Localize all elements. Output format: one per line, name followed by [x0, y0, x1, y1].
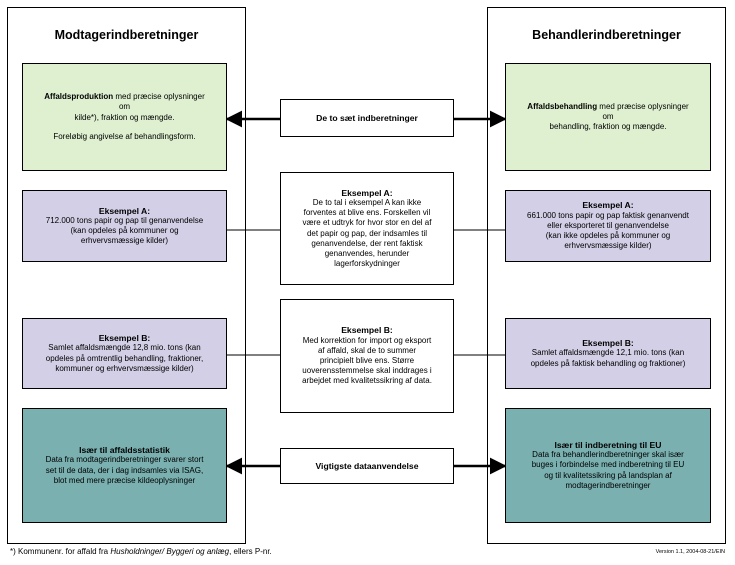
footnote: *) Kommunenr. for affald fra Husholdning… — [10, 547, 272, 556]
affaldsbehandling-label: Affaldsbehandling — [527, 101, 598, 111]
affaldsbehandling-box: Affaldsbehandling med præcise oplysninge… — [505, 63, 711, 171]
vigtigste-dataanvendelse-box: Vigtigste dataanvendelse — [280, 448, 454, 484]
indberetning-eu-box: Især til indberetning til EU Data fra be… — [505, 408, 711, 523]
modtager-column-title: Modtagerindberetninger — [54, 28, 199, 42]
de-to-saet-box: De to sæt indberetninger — [280, 99, 454, 137]
behandler-column-title: Behandlerindberetninger — [532, 28, 681, 42]
affaldsstatistik-box: Især til affaldsstatistik Data fra modta… — [22, 408, 227, 523]
affaldsproduktion-box: Affaldsproduktion med præcise oplysninge… — [22, 63, 227, 171]
affaldsproduktion-label: Affaldsproduktion — [44, 92, 114, 102]
modtager-eksempel-b-box: Eksempel B: Samlet affaldsmængde 12,8 mi… — [22, 318, 227, 389]
middle-eksempel-b-box: Eksempel B: Med korrektion for import og… — [280, 299, 454, 413]
behandler-eksempel-a-box: Eksempel A: 661.000 tons papir og pap fa… — [505, 190, 711, 262]
middle-eksempel-a-box: Eksempel A: De to tal i eksempel A kan i… — [280, 172, 454, 285]
modtager-eksempel-a-box: Eksempel A: 712.000 tons papir og pap ti… — [22, 190, 227, 262]
version-label: Version 1.1, 2004-08-21/EIN — [655, 549, 725, 555]
behandler-eksempel-b-box: Eksempel B: Samlet affaldsmængde 12,1 mi… — [505, 318, 711, 389]
